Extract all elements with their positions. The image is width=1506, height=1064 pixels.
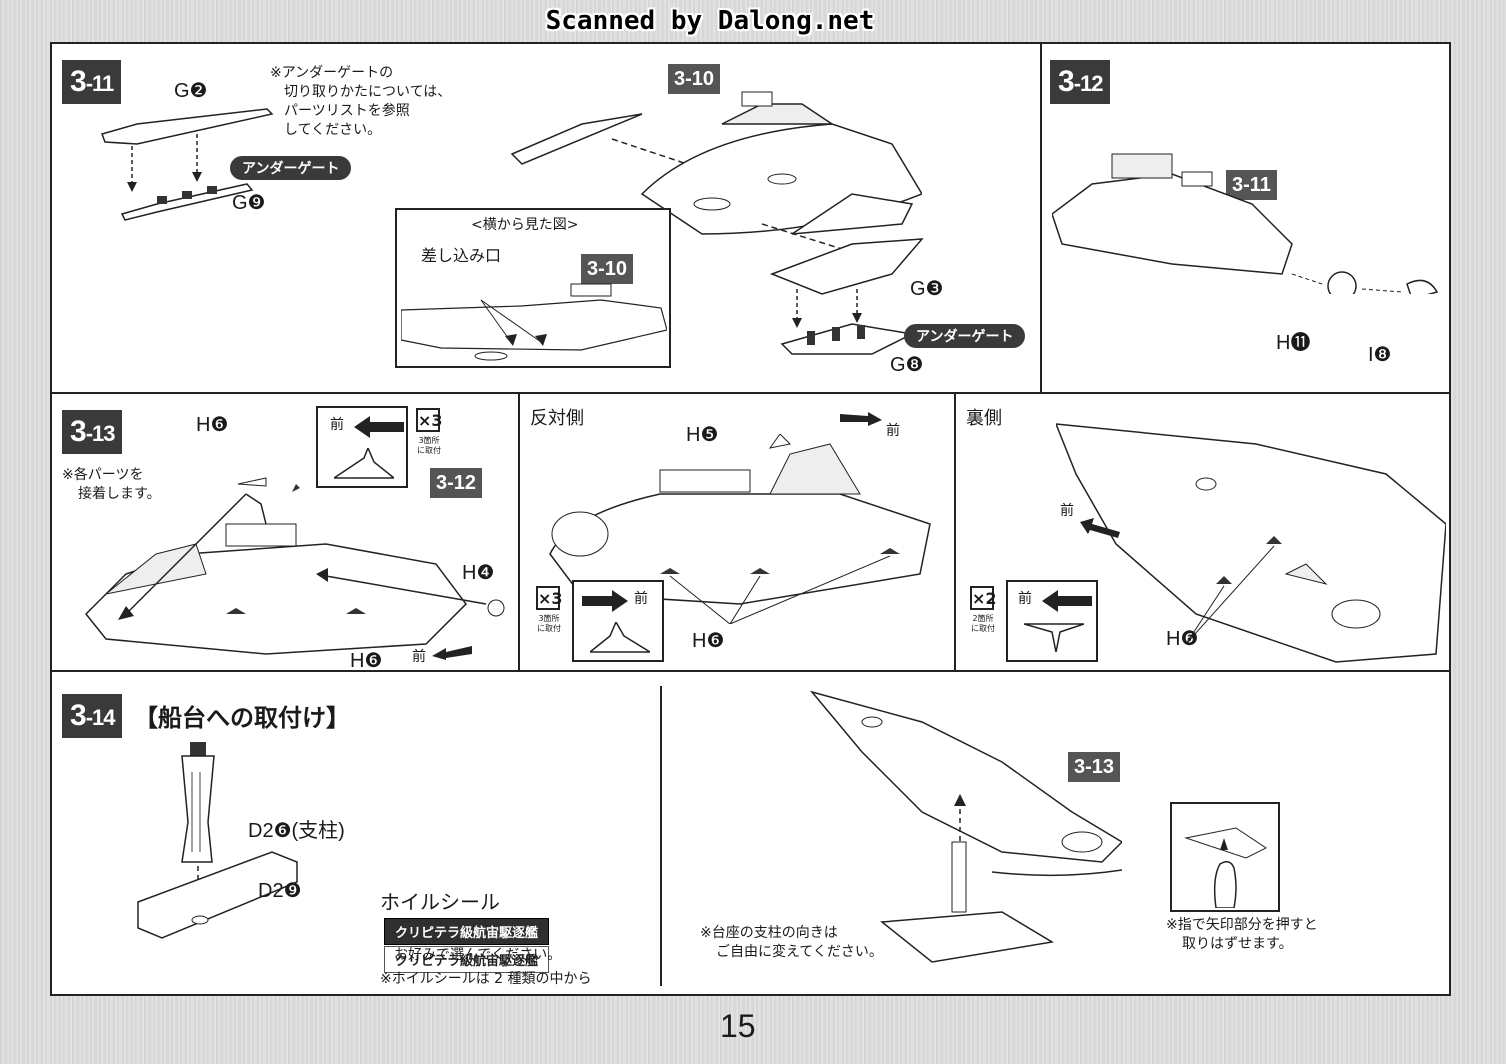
insert-slot-label: 差し込み口 [421,248,502,265]
instruction-sheet: 3-11 G❷ G❾ アンダーゲート ※アンダーゲートの 切り取りかたについては… [50,42,1451,996]
opposite-side-title: 反対側 [530,408,584,428]
part-label-g9: G❾ [232,192,266,214]
panel-divider [660,686,662,986]
foil-sticker-light: クリピテラ級航宙駆逐艦 [384,946,550,973]
opposite-front-arrow-icon [840,412,882,426]
opposite-inset-front-label: 前 [634,591,648,607]
under-gate-note: ※アンダーゲートの 切り取りかたについては、 パーツリストを参照 してください。 [270,65,452,138]
part-label-i8: I❽ [1368,344,1392,366]
part-label-h4: H❹ [462,562,495,584]
part-label-h11: H⓫ [1276,332,1311,354]
ship-on-stand-illustration [809,690,1122,963]
part-label-d29: D2❾ [258,880,302,902]
side-view-ship [401,283,667,361]
times3-note: 3箇所 に取付 [417,436,441,455]
part-label-h6-top: H❻ [196,414,229,436]
ship-3-12-illustration [84,477,505,655]
stand-parts-illustration [137,742,298,939]
opposite-fin-part-icon [590,622,650,653]
foil-seal-note: ※ホイルシールは 2 種類の中から [380,971,592,987]
step-badge-3-11: 3-11 [62,60,122,104]
part-g2-g9-illustration [101,108,274,221]
ref-badge-3-12: 3-12 [430,468,483,498]
back-fin-part-icon [1024,623,1084,653]
front-arrow-icon [354,416,404,438]
part-label-h5: H❺ [686,424,719,446]
stand-orientation-note: ※台座の支柱の向きは ご自由に変えてください。 [700,925,883,960]
ref-badge-3-13: 3-13 [1068,752,1121,782]
back-inset-front-label: 前 [1018,591,1032,607]
ship-3-11-illustration [1052,153,1439,294]
step-badge-3-13: 3-13 [62,410,123,454]
step-3-14-title: 【船台への取付け】 [134,704,350,732]
foil-seal-note-line2: お好みで選んでください。 [394,947,562,963]
under-gate-label: アンダーゲート [230,156,352,180]
part-label-g8: G❽ [890,354,924,376]
opposite-inset-arrow-icon [582,590,628,612]
under-gate-label-2: アンダーゲート [904,324,1026,348]
side-view-inset: <横から見た図> 差し込み口 3-10 [395,208,671,368]
orientation-inset-3-13: 前 [316,406,408,488]
ref-badge-3-11: 3-11 [1226,170,1277,200]
opposite-times3-badge: ×3 [536,586,563,610]
panel-step-3-12: 3-12 3-11 H⓫ I❽ [1042,44,1449,394]
orientation-inset-opposite: 前 [572,580,664,662]
back-front-arrow-icon [1080,518,1120,538]
back-side-title: 裏側 [966,408,1002,428]
back-times2-badge: ×2 [970,586,997,610]
finger-release-inset [1170,802,1280,912]
part-label-h6-bottom: H❻ [350,650,383,672]
ref-badge-3-10-inset: 3-10 [581,254,634,284]
part-label-d26: D2❻(支柱) [248,820,345,842]
back-times2-note: 2箇所 に取付 [971,614,995,633]
foil-seal-label: ホイルシール [380,892,500,914]
step-badge-3-14: 3-14 [62,694,123,738]
part-label-g2: G❷ [174,80,208,102]
back-front-label: 前 [1060,503,1074,519]
panel-step-3-14: 3-14 【船台への取付け】 D2❻(支柱) D2❾ ホイルシール クリピテラ級… [52,672,1449,994]
panel-step-3-11: 3-11 G❷ G❾ アンダーゲート ※アンダーゲートの 切り取りかたについては… [52,44,1042,394]
front-label-bottom: 前 [412,649,426,665]
panel-step-3-13: 3-13 H❻ ※各パーツを 接着します。 前 ×3 3箇所 に取付 3-12 [52,394,520,672]
times3-badge: ×3 [416,408,443,432]
remove-note: ※指で矢印部分を押すと 取りはずせます。 [1166,917,1318,952]
front-arrow-bottom-icon [432,646,472,660]
panel-opposite-side: 反対側 H❺ 前 ×3 3箇所 に取付 前 H❻ [520,394,956,672]
ship-3-10-illustration [510,91,922,250]
opposite-part-label-h6: H❻ [692,630,725,652]
opposite-front-label: 前 [886,423,900,439]
back-inset-arrow-icon [1042,590,1092,612]
scan-watermark: Scanned by Dalong.net [545,6,875,36]
part-g3-g8-illustration [769,238,924,355]
glue-note: ※各パーツを 接着します。 [62,467,161,502]
ref-badge-3-10-top: 3-10 [668,64,721,94]
opposite-ship-illustration [549,434,931,624]
step-badge-3-12: 3-12 [1050,60,1111,104]
back-ship-illustration [1056,423,1446,663]
orientation-inset-back: 前 [1006,580,1098,662]
part-label-g3: G❸ [910,278,944,300]
panel-back-side: 裏側 前 ×2 2箇所 に取付 前 H❻ [956,394,1449,672]
opposite-times3-note: 3箇所 に取付 [537,614,561,633]
foil-sticker-dark: クリピテラ級航宙駆逐艦 [384,918,550,945]
page-number: 15 [720,1008,756,1044]
back-part-label-h6: H❻ [1166,628,1199,650]
fin-part-icon [334,448,394,479]
finger-press-icon [1184,827,1267,908]
side-view-title: <横から見た図> [471,217,579,233]
front-label: 前 [330,417,344,433]
